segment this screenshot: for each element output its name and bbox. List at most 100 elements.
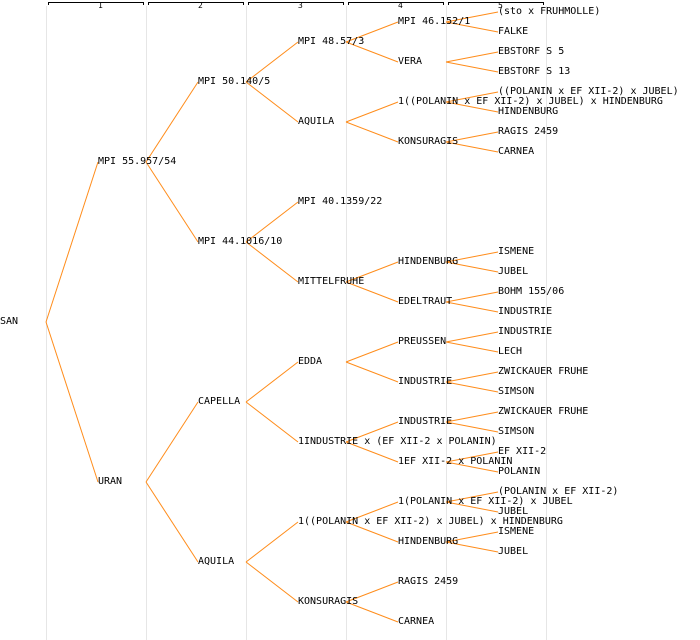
ancestor-gen3: 1INDUSTRIE x (EF XII-2 x POLANIN) xyxy=(298,436,497,447)
connector-line xyxy=(345,21,399,43)
ancestor-gen5: POLANIN xyxy=(498,466,541,477)
connector-line xyxy=(445,371,499,383)
connector-line xyxy=(445,341,499,353)
connector-line xyxy=(445,61,499,73)
ancestor-gen1: URAN xyxy=(98,476,123,487)
ancestor-gen3: MITTELFRUHE xyxy=(298,276,365,287)
connector-line xyxy=(445,451,499,463)
ancestor-gen4: INDUSTRIE xyxy=(398,416,453,427)
ancestor-gen5: LECH xyxy=(498,346,523,357)
connector-line xyxy=(445,381,499,393)
connector-line xyxy=(445,411,499,423)
ancestor-gen3: KONSURAGIS xyxy=(298,596,359,607)
connector-line xyxy=(445,541,499,553)
connector-line xyxy=(445,101,499,113)
ancestor-gen4: EDELTRAUT xyxy=(398,296,453,307)
ancestor-gen5: ISMENE xyxy=(498,526,535,537)
connector-line xyxy=(245,81,299,123)
ancestor-gen4: INDUSTRIE xyxy=(398,376,453,387)
ancestor-gen5: ISMENE xyxy=(498,246,535,257)
grid-line xyxy=(446,6,447,640)
connector-line xyxy=(445,501,499,513)
ancestor-gen4: KONSURAGIS xyxy=(398,136,459,147)
connector-line xyxy=(145,401,199,483)
connector-line xyxy=(445,291,499,303)
connector-line xyxy=(245,201,299,243)
connector-line xyxy=(345,421,399,443)
ancestor-gen2: MPI 50.140/5 xyxy=(198,76,271,87)
ancestor-gen5: JUBEL xyxy=(498,546,529,557)
ancestor-gen3: MPI 40.1359/22 xyxy=(298,196,383,207)
generation-5-bracket xyxy=(448,2,544,5)
connector-line xyxy=(445,251,499,263)
ancestor-gen5: ((POLANIN x EF XII-2) x JUBEL) xyxy=(498,86,679,97)
connector-line xyxy=(345,521,399,543)
connector-line xyxy=(445,131,499,143)
connector-line xyxy=(345,261,399,283)
ancestor-gen2: MPI 44.1016/10 xyxy=(198,236,283,247)
ancestor-gen5: RAGIS 2459 xyxy=(498,126,559,137)
generation-2-number: 2 xyxy=(198,1,203,10)
connector-line xyxy=(245,241,299,283)
connector-line xyxy=(445,531,499,543)
connector-line xyxy=(445,491,499,503)
connector-line xyxy=(345,121,399,143)
connector-line xyxy=(45,161,99,323)
connector-line xyxy=(445,421,499,433)
ancestor-gen4: MPI 46.152/1 xyxy=(398,16,471,27)
grid-line xyxy=(246,6,247,640)
ancestor-gen5: (sto x FRUHMOLLE) xyxy=(498,6,601,17)
grid-line xyxy=(146,6,147,640)
ancestor-gen4: HINDENBURG xyxy=(398,256,459,267)
connector-line xyxy=(345,581,399,603)
connector-line xyxy=(445,261,499,273)
connector-line xyxy=(445,21,499,33)
ancestor-gen4: 1((POLANIN x EF XII-2) x JUBEL) x HINDEN… xyxy=(398,96,663,107)
ancestor-gen5: ZWICKAUER FRUHE xyxy=(498,406,589,417)
ancestor-gen5: JUBEL xyxy=(498,266,529,277)
ancestor-gen4: 1EF XII-2 x POLANIN xyxy=(398,456,513,467)
ancestor-gen5: INDUSTRIE xyxy=(498,326,553,337)
connector-line xyxy=(445,51,499,63)
ancestor-gen5: (POLANIN x EF XII-2) xyxy=(498,486,619,497)
connector-line xyxy=(345,601,399,623)
connector-line xyxy=(145,481,199,563)
connector-line xyxy=(445,11,499,23)
generation-5-number: 5 xyxy=(498,1,503,10)
ancestor-gen4: PREUSSEN xyxy=(398,336,447,347)
connector-line xyxy=(45,321,99,483)
connector-line xyxy=(245,41,299,83)
generation-4-number: 4 xyxy=(398,1,403,10)
ancestor-gen3: EDDA xyxy=(298,356,323,367)
generation-3-bracket xyxy=(248,2,344,5)
connector-line xyxy=(345,501,399,523)
ancestor-gen5: BOHM 155/06 xyxy=(498,286,565,297)
ancestor-gen3: MPI 48.57/3 xyxy=(298,36,365,47)
ancestor-gen3: 1((POLANIN x EF XII-2) x JUBEL) x HINDEN… xyxy=(298,516,563,527)
connector-line xyxy=(345,41,399,63)
ancestor-gen4: 1(POLANIN x EF XII-2) x JUBEL xyxy=(398,496,573,507)
generation-2-bracket xyxy=(148,2,244,5)
connector-line xyxy=(345,101,399,123)
connector-line xyxy=(445,331,499,343)
ancestor-gen5: CARNEA xyxy=(498,146,535,157)
connector-line xyxy=(345,441,399,463)
connector-line xyxy=(245,361,299,403)
ancestor-gen5: SIMSON xyxy=(498,426,535,437)
ancestor-gen5: INDUSTRIE xyxy=(498,306,553,317)
grid-line xyxy=(346,6,347,640)
ancestor-gen5: JUBEL xyxy=(498,506,529,517)
generation-4-bracket xyxy=(348,2,444,5)
connector-line xyxy=(245,401,299,443)
connector-line xyxy=(345,281,399,303)
ancestor-gen5: EBSTORF S 5 xyxy=(498,46,565,57)
subject-name: SAN xyxy=(0,316,19,327)
connector-line xyxy=(445,141,499,153)
grid-line xyxy=(546,6,547,640)
ancestor-gen5: ZWICKAUER FRUHE xyxy=(498,366,589,377)
ancestor-gen4: HINDENBURG xyxy=(398,536,459,547)
generation-1-bracket xyxy=(48,2,144,5)
ancestor-gen5: FALKE xyxy=(498,26,529,37)
